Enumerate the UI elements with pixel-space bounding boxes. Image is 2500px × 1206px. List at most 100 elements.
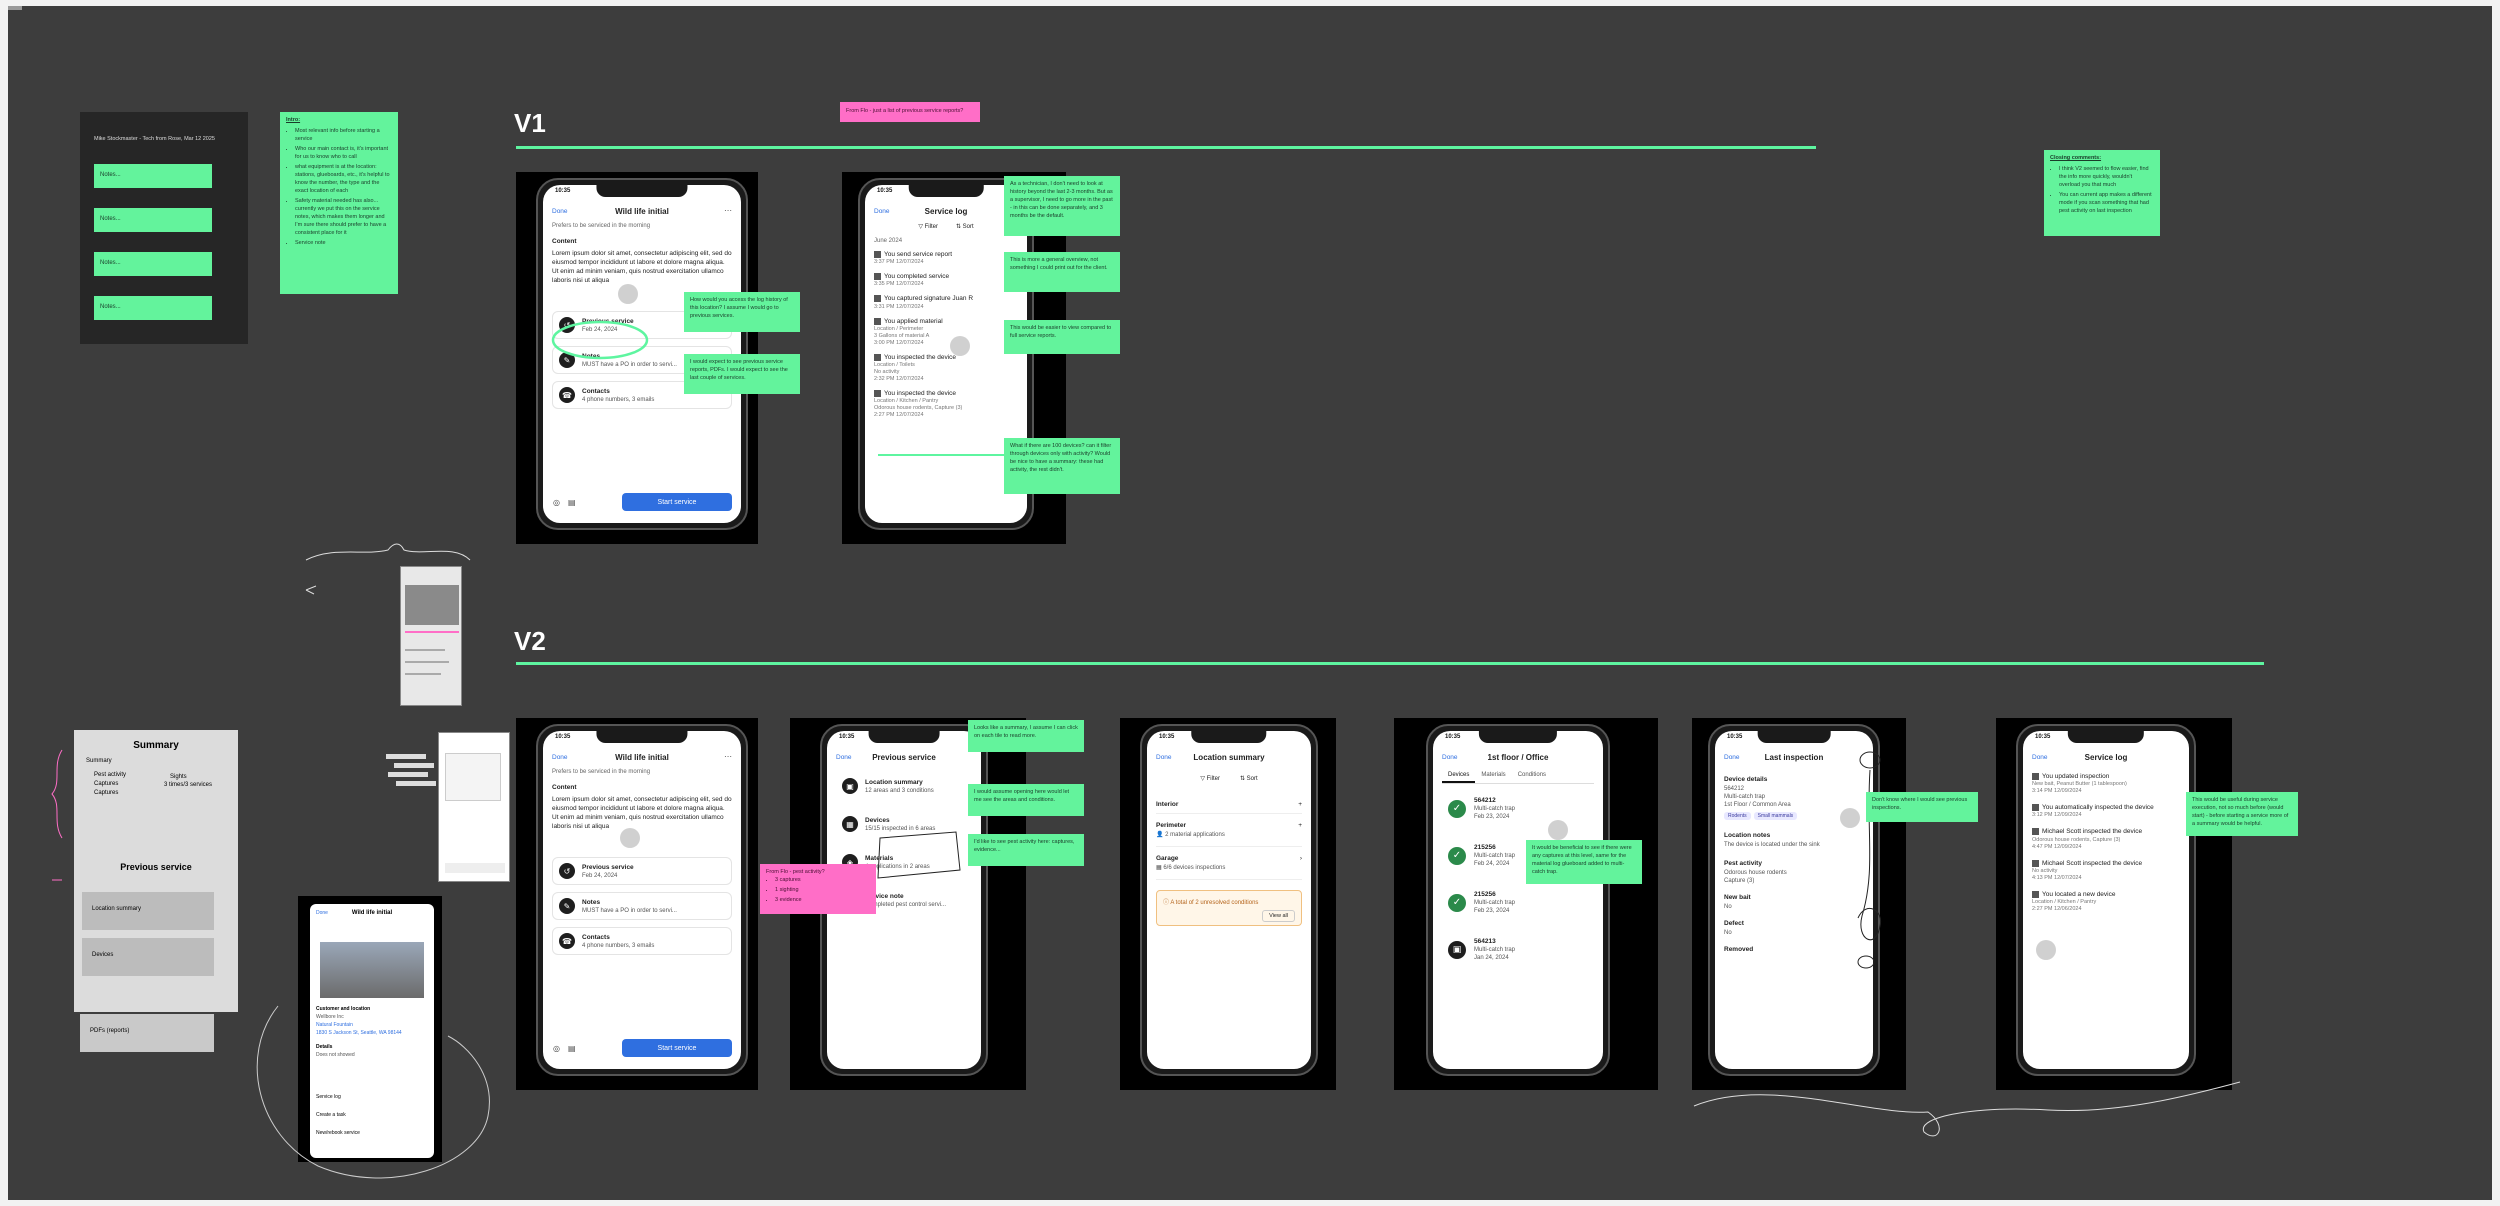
content-label: Content <box>552 784 577 791</box>
done-button[interactable]: Done <box>316 910 328 916</box>
reference-screenshot[interactable] <box>400 566 462 706</box>
service-log-link[interactable]: Service log <box>316 1094 341 1100</box>
log-line: Michael Scott inspected the device <box>2042 828 2143 836</box>
filter-button[interactable]: ▽ Filter <box>918 223 938 230</box>
summary-tile-note[interactable]: Looks like a summary, I assume I can cli… <box>968 720 1084 752</box>
more-icon[interactable]: ⋯ <box>724 752 732 761</box>
address-link[interactable]: 1830 S Jackson St, Seattle, WA 98144 <box>316 1030 402 1036</box>
create-task-link[interactable]: Create a task <box>316 1112 346 1118</box>
log-line: You updated inspection <box>2042 773 2110 781</box>
intro-item: Most relevant info before starting a ser… <box>295 128 392 144</box>
phone-notch <box>868 731 940 743</box>
start-service-button[interactable]: Start service <box>622 493 732 511</box>
pink-pest-activity-note[interactable]: From Flo - pest activity? 3 captures 1 s… <box>760 864 876 914</box>
done-button[interactable]: Done <box>836 754 852 761</box>
log-line: You completed service <box>884 273 950 281</box>
intro-item: Safety material needed has also... curre… <box>295 198 392 238</box>
areas-note[interactable]: I would assume opening here would let me… <box>968 784 1084 816</box>
phone-notch <box>1478 731 1558 743</box>
more-icon[interactable]: ⋯ <box>724 206 732 215</box>
sort-button[interactable]: ⇅ Sort <box>1240 775 1258 782</box>
plus-icon[interactable]: + <box>1298 801 1302 808</box>
screen-title: 1st floor / Office <box>1487 753 1549 762</box>
item-subtitle: 12 areas and 3 conditions <box>865 787 934 794</box>
pdf-reports-card[interactable]: PDFs (reports) <box>80 1014 214 1052</box>
view-all-button[interactable]: View all <box>1262 910 1295 922</box>
filter-button[interactable]: ▽ Filter <box>1200 775 1220 782</box>
interior-row[interactable]: Interior+ <box>1156 796 1302 814</box>
tab-materials[interactable]: Materials <box>1481 772 1506 778</box>
note-card[interactable]: Notes... <box>94 252 212 276</box>
tab-conditions[interactable]: Conditions <box>1517 772 1547 778</box>
note-card[interactable]: Notes... <box>94 208 212 232</box>
note-card[interactable]: Notes... <box>94 296 212 320</box>
closing-title: Closing comments: <box>2050 155 2102 161</box>
perimeter-row[interactable]: Perimeter👤 2 material applications+ <box>1156 814 1302 847</box>
log-line: You inspected the device <box>884 390 957 398</box>
pink-question-note[interactable]: From Flo - just a list of previous servi… <box>840 102 980 122</box>
expectation-note[interactable]: I would expect to see previous service r… <box>684 354 800 394</box>
tab-devices[interactable]: Devices <box>1442 769 1476 783</box>
chevron-right-icon[interactable]: › <box>1299 855 1302 862</box>
highlight-circle <box>551 320 649 360</box>
new-visit-link[interactable]: New/rebook service <box>316 1130 360 1136</box>
easier-view-note[interactable]: This would be easier to view compared to… <box>1004 320 1120 354</box>
contact-link[interactable]: Natural Fountain <box>316 1022 353 1028</box>
filter-devices-note[interactable]: What if there are 100 devices? can it fi… <box>1004 438 1120 494</box>
done-button[interactable]: Done <box>552 754 568 761</box>
service-log-usefulness-note[interactable]: This would be useful during service exec… <box>2186 792 2298 836</box>
status-time: 10:35 <box>1727 734 1743 740</box>
captures-level-note[interactable]: It would be beneficial to see if there w… <box>1526 840 1642 884</box>
garage-row[interactable]: Garage▦ 6/6 devices inspections› <box>1156 847 1302 880</box>
log-time: 3:35 PM 12/07/2024 <box>874 281 924 288</box>
overview-note[interactable]: This is more a general overview, not som… <box>1004 252 1120 292</box>
mini-sticky <box>396 781 436 786</box>
done-button[interactable]: Done <box>2032 754 2048 761</box>
log-history-note[interactable]: How would you access the log history of … <box>684 292 800 332</box>
bottom-toolbar-icons[interactable]: ◎▤ <box>553 498 584 507</box>
done-button[interactable]: Done <box>1724 754 1740 761</box>
sketch-box <box>877 831 961 879</box>
pest-activity-note[interactable]: I'd like to see pest activity here: capt… <box>968 834 1084 866</box>
devices-card[interactable]: Devices <box>82 938 214 976</box>
pink-item: 1 sighting <box>775 887 870 895</box>
whiteboard-canvas[interactable]: Mike Stockmaster - Tech from Rose, Mar 1… <box>8 6 2492 1200</box>
history-range-note[interactable]: As a technician, I don't need to look at… <box>1004 176 1120 236</box>
device-type: Multi-catch trap <box>1724 794 1766 800</box>
done-button[interactable]: Done <box>874 208 890 215</box>
screen-body: Device details 564212 Multi-catch trap 1… <box>1724 769 1864 1069</box>
start-service-button[interactable]: Start service <box>622 1039 732 1057</box>
note-card[interactable]: Notes... <box>94 164 212 188</box>
screen-body: ▽ Filter ⇅ Sort Interior+ Perimeter👤 2 m… <box>1156 769 1302 1069</box>
done-button[interactable]: Done <box>1442 754 1458 761</box>
plus-icon[interactable]: + <box>1298 822 1302 829</box>
previous-inspections-note[interactable]: Don't know where I would see previous in… <box>1866 792 1978 822</box>
bottom-toolbar-icons[interactable]: ◎▤ <box>553 1044 584 1053</box>
done-button[interactable]: Done <box>552 208 568 215</box>
closing-sticky-note[interactable]: Closing comments: I think V2 seemed to f… <box>2044 150 2160 236</box>
sort-button[interactable]: ⇅ Sort <box>956 223 974 230</box>
intro-sticky-note[interactable]: Intro: Most relevant info before startin… <box>280 112 398 294</box>
reference-screenshot[interactable] <box>438 732 510 882</box>
location-summary-card[interactable]: Location summary <box>82 892 214 930</box>
done-button[interactable]: Done <box>1156 754 1172 761</box>
